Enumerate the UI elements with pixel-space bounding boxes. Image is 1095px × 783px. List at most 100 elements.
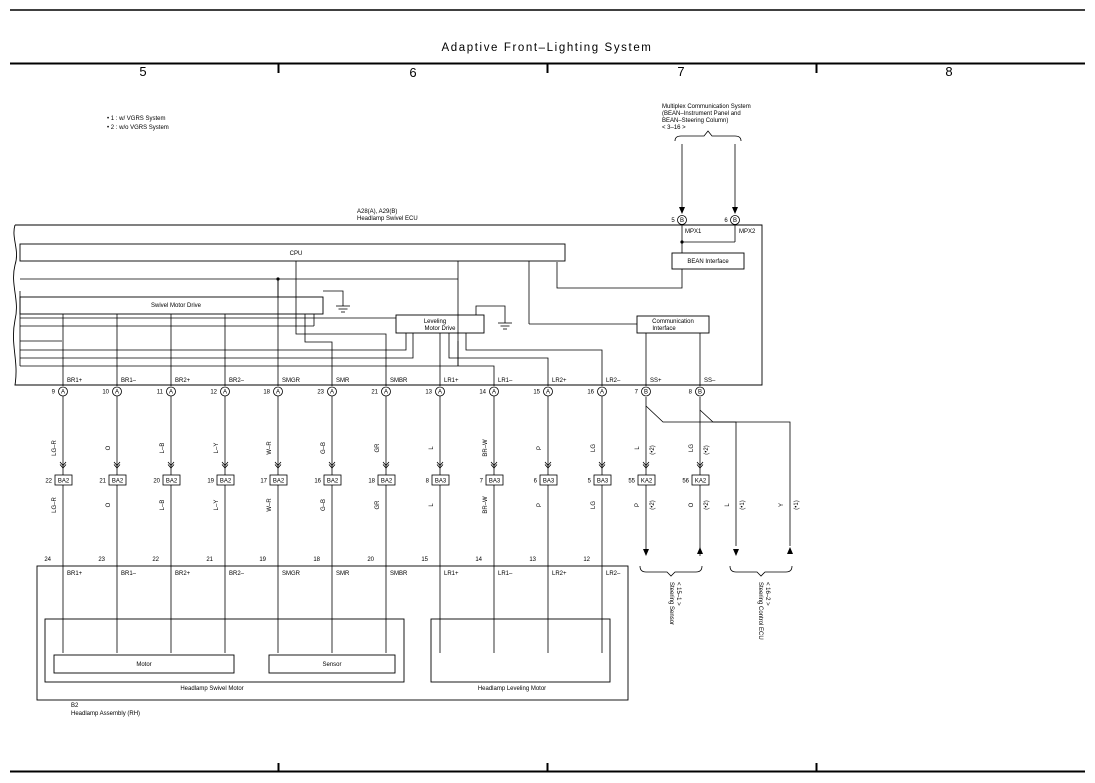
- connector-chevron: [221, 461, 229, 467]
- connector-chevron: [167, 464, 175, 469]
- pin-connector: A: [600, 390, 604, 396]
- motor-signal-label: LR2+: [552, 571, 567, 577]
- section-number: 7: [677, 64, 684, 79]
- assembly-name: Headlamp Assembly (RH): [71, 711, 140, 717]
- connector-chevron: [328, 464, 336, 469]
- wire-color: L–B: [160, 500, 166, 511]
- multiplex-label: < 3–16 >: [662, 125, 686, 131]
- connector-box: [485, 474, 504, 486]
- communication-interface-label: Interface: [652, 326, 676, 332]
- connector-label: BA2: [381, 479, 393, 485]
- headlamp-swivel-ecu: [12, 224, 763, 386]
- pin-connector: A: [223, 390, 227, 396]
- signal-label: LR1+: [444, 378, 459, 384]
- signal-label: LR2–: [606, 378, 621, 384]
- wire-color: G–B: [321, 499, 327, 511]
- connector-box: [691, 474, 710, 486]
- signal-label: MPX1: [685, 229, 702, 235]
- pin-circle: [641, 386, 651, 397]
- connector-chevron: [642, 464, 650, 469]
- motor-signal-label: LR2–: [606, 571, 621, 577]
- connector-chevron: [544, 461, 552, 467]
- motor-pin: 18: [313, 557, 320, 563]
- motor-label: Motor: [136, 662, 151, 668]
- connector-label: BA3: [489, 479, 501, 485]
- note-vgrs: • 1 : w/ VGRS System: [107, 116, 165, 122]
- pin-number: 23: [317, 390, 324, 396]
- connector-pin: 7: [480, 479, 484, 485]
- pin-number: 9: [52, 390, 56, 396]
- communication-interface-label: Communication: [652, 319, 694, 325]
- pin-number: 18: [263, 390, 270, 396]
- steering-control-ecu-label: Steering Control ECU: [757, 582, 763, 640]
- connector-label: KA2: [641, 479, 653, 485]
- motor-signal-label: SMR: [336, 571, 350, 577]
- wire-color: W–R: [267, 441, 273, 455]
- connector-pin: 17: [260, 479, 267, 485]
- connector-chevron: [598, 461, 606, 467]
- connector-chevron: [598, 464, 606, 469]
- sensor-label: Sensor: [322, 662, 341, 668]
- wire-color: L–B: [160, 443, 166, 454]
- pin-number: 5: [671, 218, 675, 224]
- wire-color: GR: [375, 500, 381, 510]
- sensor-element: [268, 654, 396, 674]
- bean-interface-label: BEAN Interface: [687, 259, 729, 265]
- connector-chevron: [696, 464, 704, 469]
- motor-signal-label: LR1–: [498, 571, 513, 577]
- leveling-motor-drive-label: Leveling: [424, 319, 446, 325]
- motor-signal-label: BR2–: [229, 571, 245, 577]
- signal-label: SMR: [336, 378, 350, 384]
- motor-pin: 14: [475, 557, 482, 563]
- connector-chevron: [490, 461, 498, 467]
- swivel-motor-label: Headlamp Swivel Motor: [180, 686, 243, 692]
- connector-chevron: [59, 461, 67, 467]
- pin-connector: A: [115, 390, 119, 396]
- wire-color: LG–R: [52, 497, 58, 513]
- connector-pin: 56: [682, 479, 689, 485]
- wire-color: L: [429, 503, 435, 507]
- motor-pin: 24: [44, 557, 51, 563]
- connector-pin: 6: [534, 479, 538, 485]
- connector-label: BA2: [327, 479, 339, 485]
- signal-label: MPX2: [739, 229, 756, 235]
- pin-number: 8: [689, 390, 693, 396]
- section-number: 6: [409, 65, 416, 80]
- connector-box: [637, 474, 656, 486]
- pin-circle: [730, 215, 740, 225]
- multiplex-label: BEAN–Steering Column): [662, 118, 728, 124]
- signal-label: LR2+: [552, 378, 567, 384]
- wire-color: O: [689, 502, 695, 507]
- pin-connector: A: [276, 390, 280, 396]
- leveling-motor-label: Headlamp Leveling Motor: [478, 686, 546, 692]
- connector-box: [162, 474, 181, 486]
- wire-note: (•2): [650, 445, 656, 454]
- motor-pin: 12: [583, 557, 590, 563]
- connector-chevron: [274, 464, 282, 469]
- signal-label: BR2+: [175, 378, 191, 384]
- signal-label: SS–: [704, 378, 716, 384]
- wire-color: P: [537, 503, 543, 507]
- pin-connector: A: [438, 390, 442, 396]
- wire-note: (•2): [650, 500, 656, 509]
- wire-color: O: [106, 445, 112, 450]
- wire-color: GR: [375, 443, 381, 453]
- steering-sensor-ref: < 15–1 >: [675, 582, 681, 606]
- connector-label: BA2: [112, 479, 124, 485]
- connector-label: BA2: [220, 479, 232, 485]
- connector-chevron: [113, 464, 121, 469]
- pin-number: 16: [587, 390, 594, 396]
- wire-color: LG: [689, 444, 695, 452]
- leveling-motor-drive-label: Motor Drive: [424, 326, 456, 332]
- svg-text:B: B: [680, 218, 684, 224]
- assembly-code: B2: [71, 703, 79, 709]
- wire-color: BR–W: [483, 439, 489, 457]
- wire-color: LG–R: [52, 440, 58, 456]
- motor-pin: 23: [98, 557, 105, 563]
- wire-color: LG: [591, 444, 597, 452]
- wire-note: (•2): [704, 445, 710, 454]
- connector-label: BA2: [58, 479, 70, 485]
- pin-number: 14: [479, 390, 486, 396]
- connector-label: BA3: [597, 479, 609, 485]
- connector-box: [431, 474, 450, 486]
